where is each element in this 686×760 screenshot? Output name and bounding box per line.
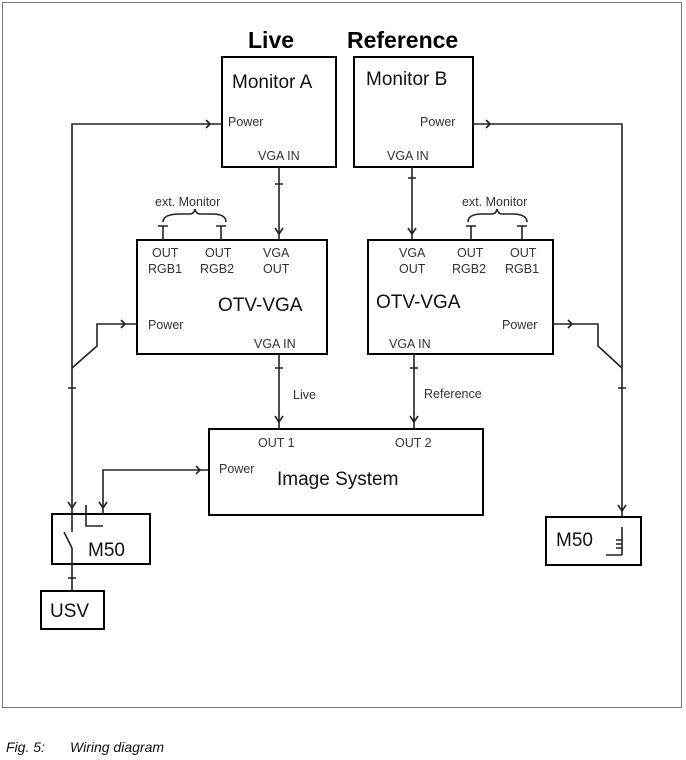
usv: USV <box>40 590 105 630</box>
otv-right-out-rgb2-line1: OUT <box>457 246 484 260</box>
monitor-a-power-label: Power <box>228 115 263 129</box>
monitor-b-vga-in-label: VGA IN <box>387 149 429 163</box>
m50-right: M50 <box>545 516 642 566</box>
live-link-label: Live <box>293 388 316 402</box>
otv-right-out-rgb2-line2: RGB2 <box>452 262 486 276</box>
image-system-out1-label: OUT 1 <box>258 436 295 450</box>
otv-right-vga-out-line1: VGA <box>399 246 426 260</box>
figure-caption: Wiring diagram <box>70 739 165 755</box>
m50-right-socket-icon <box>606 527 623 556</box>
otv-left-vga-out-line1: VGA <box>263 246 290 260</box>
otv-right-vga-in-label: VGA IN <box>389 337 431 351</box>
monitor-a-title: Monitor A <box>232 72 313 93</box>
m50-left-switch-icon <box>63 514 73 564</box>
monitor-b-title: Monitor B <box>366 69 447 90</box>
otv-left-vga-in-label: VGA IN <box>254 337 296 351</box>
otv-vga-right: VGA OUT OUT RGB2 OUT RGB1 OTV-VGA Power … <box>367 195 554 355</box>
otv-left-title: OTV-VGA <box>218 295 303 316</box>
wire-otv-left-power <box>71 323 137 369</box>
reference-link-label: Reference <box>424 387 482 401</box>
wiring-lines <box>67 119 627 591</box>
diagram-frame <box>2 2 682 708</box>
otv-left-out-rgb2-line2: RGB2 <box>200 262 234 276</box>
otv-left-power-label: Power <box>148 318 183 332</box>
otv-left-out-rgb1-line1: OUT <box>152 246 179 260</box>
image-system: OUT 1 OUT 2 Power Image System <box>208 428 484 516</box>
wire-image-system-power <box>102 469 209 514</box>
wire-otv-right-power <box>553 323 623 369</box>
monitor-b: Monitor B Power VGA IN <box>353 56 474 168</box>
otv-left-out-rgb2-line1: OUT <box>205 246 232 260</box>
monitor-b-power-label: Power <box>420 115 455 129</box>
otv-right-power-label: Power <box>502 318 537 332</box>
m50-left-label: M50 <box>88 540 125 561</box>
monitor-a: Monitor A Power VGA IN <box>221 56 337 168</box>
m50-right-label: M50 <box>556 530 593 551</box>
live-heading: Live <box>248 27 294 53</box>
otv-right-out-rgb1-line2: RGB1 <box>505 262 539 276</box>
image-system-out2-label: OUT 2 <box>395 436 432 450</box>
reference-heading: Reference <box>347 27 458 53</box>
figure-number: Fig. 5: <box>6 739 45 755</box>
otv-right-vga-out-line2: OUT <box>399 262 426 276</box>
ext-monitor-braces <box>158 208 528 240</box>
otv-right-title: OTV-VGA <box>376 292 461 313</box>
otv-right-out-rgb1-line1: OUT <box>510 246 537 260</box>
image-system-power-label: Power <box>219 462 254 476</box>
otv-vga-left: OUT RGB1 OUT RGB2 VGA OUT OTV-VGA Power … <box>136 195 328 355</box>
otv-left-out-rgb1-line2: RGB1 <box>148 262 182 276</box>
monitor-a-vga-in-label: VGA IN <box>258 149 300 163</box>
otv-right-ext-monitor-label: ext. Monitor <box>462 195 527 209</box>
wire-monitor-b-power <box>473 123 623 517</box>
otv-left-ext-monitor-label: ext. Monitor <box>155 195 220 209</box>
image-system-title: Image System <box>277 469 398 490</box>
usv-label: USV <box>50 601 89 622</box>
wire-monitor-a-power <box>71 123 222 514</box>
otv-left-vga-out-line2: OUT <box>263 262 290 276</box>
m50-left: M50 <box>51 513 151 565</box>
